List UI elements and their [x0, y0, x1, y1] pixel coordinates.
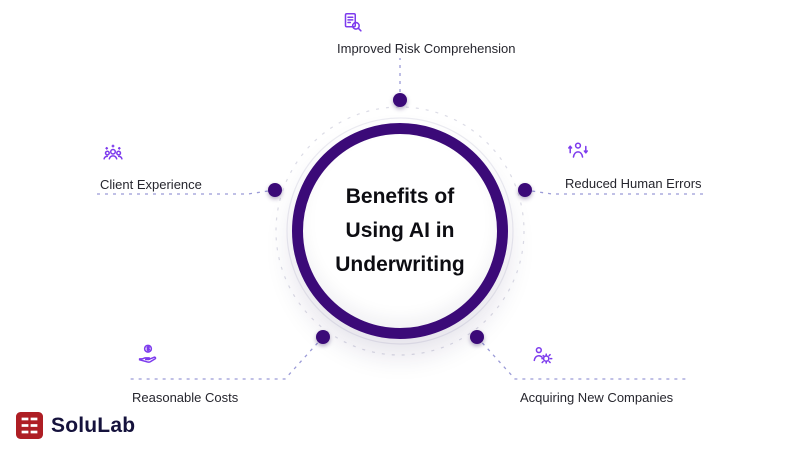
- callout-label: Reduced Human Errors: [565, 176, 702, 191]
- person-gear-icon: [528, 342, 554, 368]
- center-title: Benefits of Using AI in Underwriting: [335, 180, 465, 282]
- risk-analysis-icon: [339, 10, 365, 36]
- center-title-line-2: Using AI in: [345, 219, 455, 242]
- callout-reasonable-costs: Reasonable Costs: [132, 342, 238, 405]
- solulab-logo: SoluLab: [16, 412, 135, 439]
- solulab-logo-mark-icon: [16, 412, 43, 439]
- node-dot-bottom-right: [470, 330, 484, 344]
- dashed-ring: [275, 106, 525, 356]
- node-dot-bottom-left: [316, 330, 330, 344]
- center-title-line-1: Benefits of: [345, 185, 455, 208]
- connector-right: [524, 189, 703, 195]
- callout-label: Acquiring New Companies: [520, 390, 674, 405]
- thin-ring: [286, 117, 514, 345]
- callout-reduced-human-errors: Reduced Human Errors: [565, 138, 702, 191]
- node-dot-right: [518, 183, 532, 197]
- node-dot-top: [393, 93, 407, 107]
- client-group-icon: [100, 142, 126, 168]
- center-circle: Benefits of Using AI in Underwriting: [292, 123, 508, 339]
- callout-label: Improved Risk Comprehension: [337, 41, 516, 56]
- center-title-line-3: Underwriting: [335, 253, 465, 276]
- callout-acquiring-new-companies: Acquiring New Companies: [520, 342, 673, 405]
- connector-bottom-left: [130, 336, 324, 380]
- callout-label: Reasonable Costs: [132, 390, 239, 405]
- callout-label: Client Experience: [100, 177, 202, 192]
- hand-coin-icon: [135, 342, 161, 368]
- node-dot-left: [268, 183, 282, 197]
- callout-client-experience: Client Experience: [100, 142, 202, 192]
- connector-bottom-right: [476, 336, 688, 380]
- human-errors-arrows-icon: [565, 138, 591, 164]
- connector-left: [97, 189, 276, 195]
- brand-name: SoluLab: [51, 413, 136, 437]
- callout-improved-risk-comprehension: Improved Risk Comprehension: [337, 10, 515, 56]
